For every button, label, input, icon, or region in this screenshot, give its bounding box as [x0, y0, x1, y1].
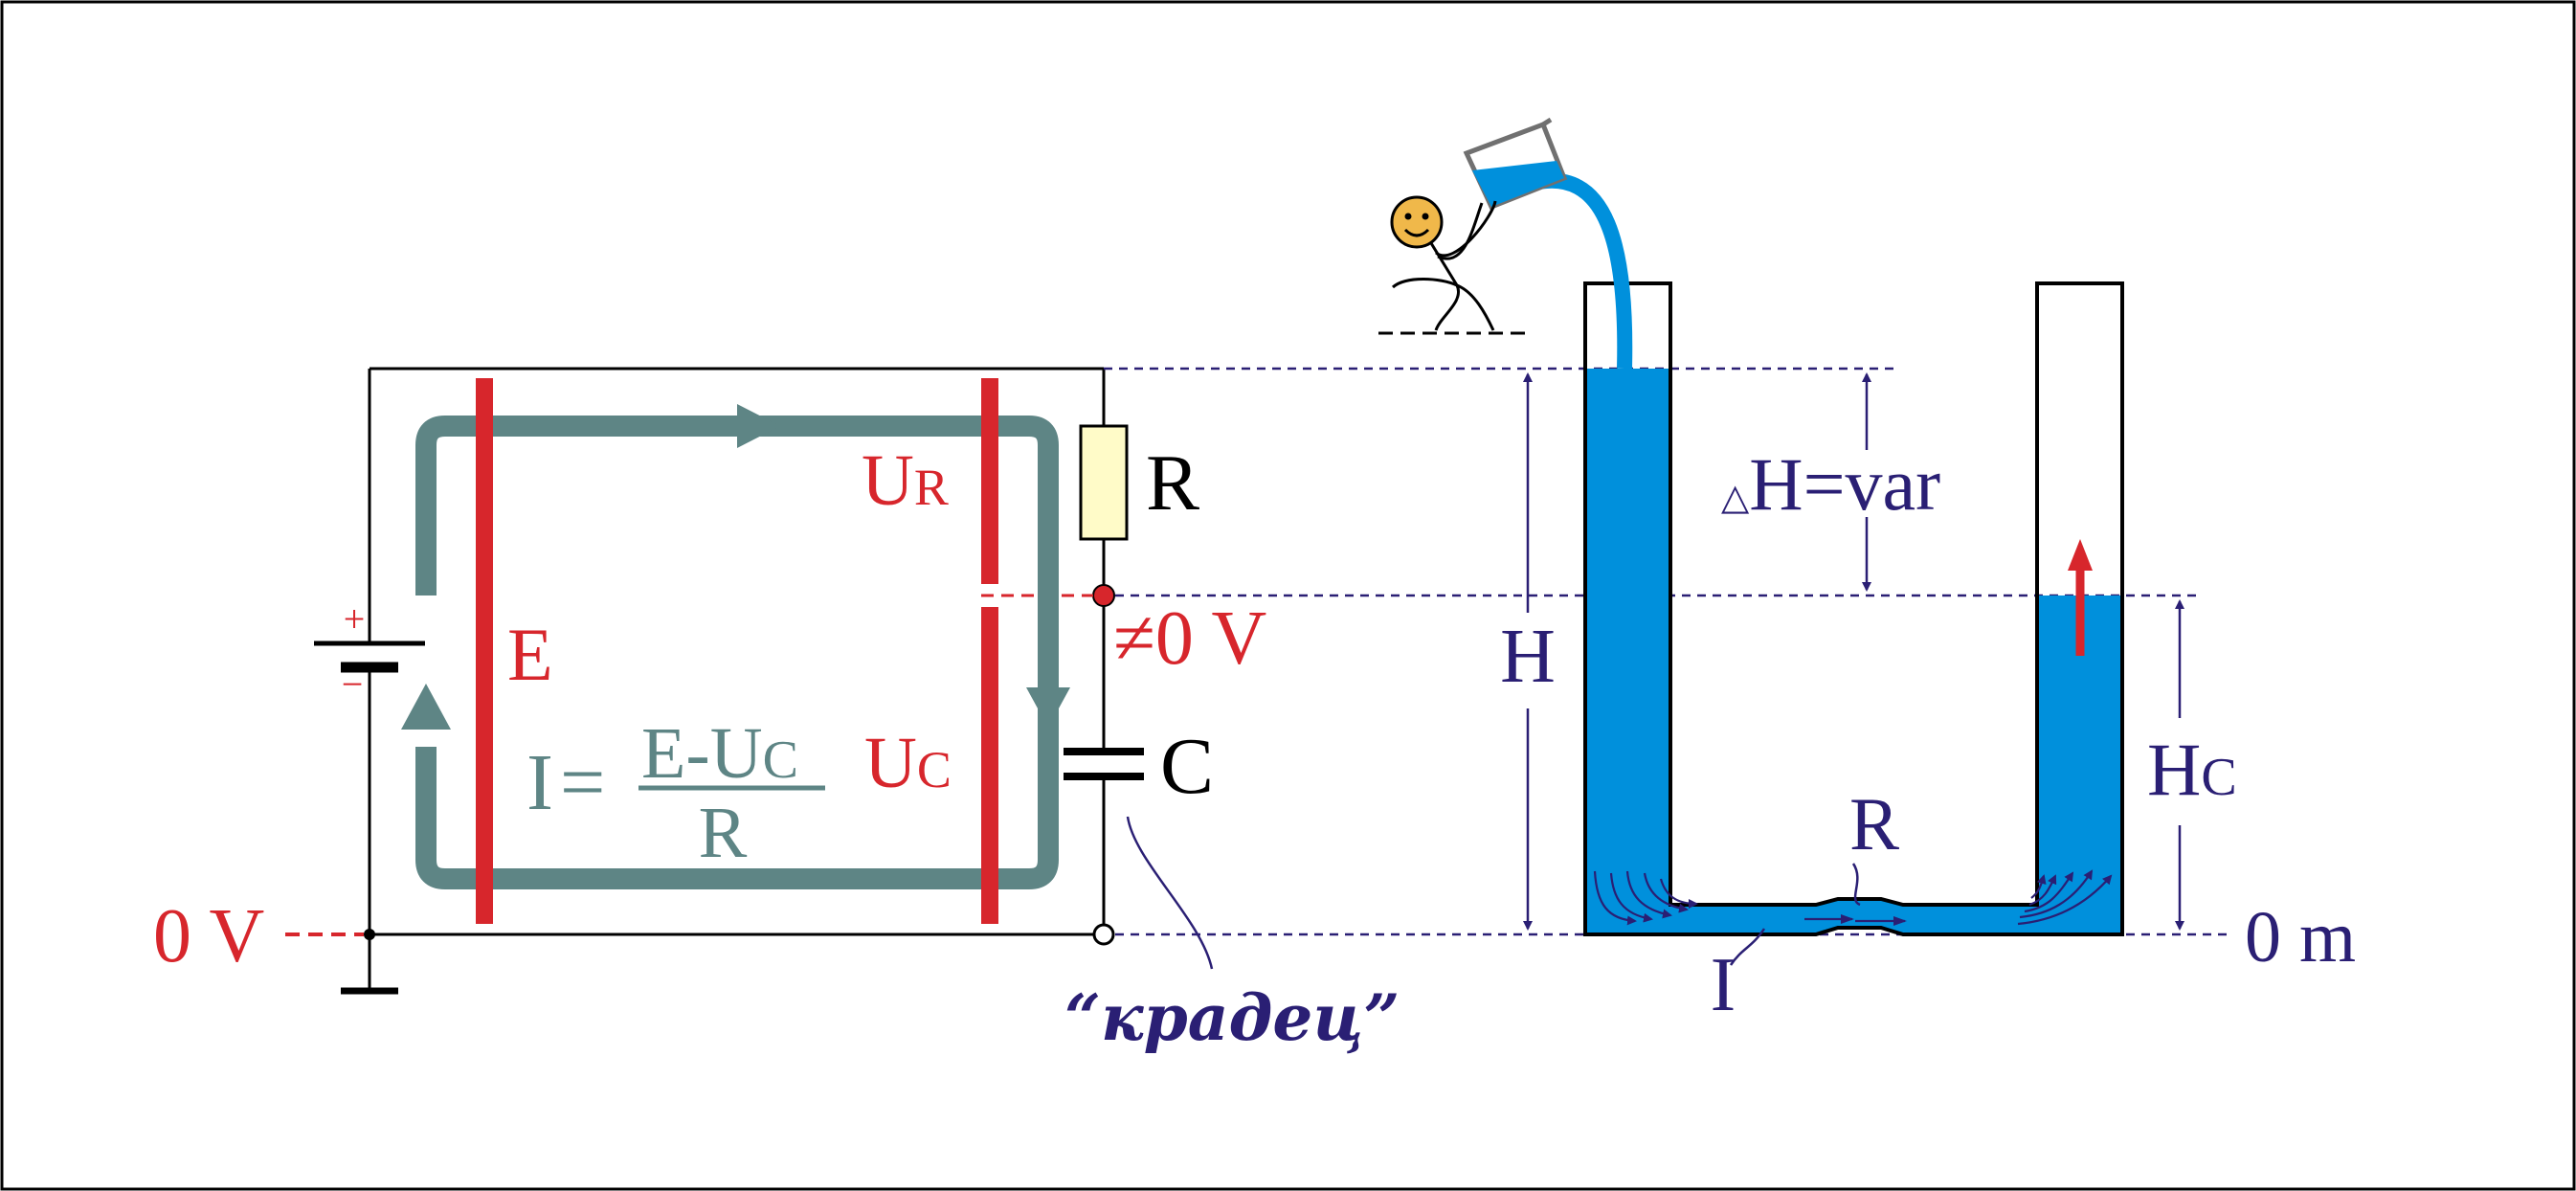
person-face — [1390, 195, 1444, 249]
rising-level-arrow-head — [2068, 539, 2093, 571]
label-ground-voltage: 0 V — [153, 894, 264, 978]
battery-plus-sign: + — [344, 597, 366, 640]
battery-minus-sign: − — [342, 663, 364, 706]
hydraulic-analogy: H △H=var HC R I — [1104, 117, 2356, 1027]
label-delta-h: △H=var — [1721, 442, 1940, 526]
label-h: H — [1500, 615, 1556, 699]
label-hc: HC — [2147, 728, 2237, 811]
label-thief: “крадец” — [1064, 980, 1400, 1055]
circuit-diagram: + − E UR UC R C ≠0 V 0 V — [153, 367, 1400, 1055]
formula-denominator: R — [699, 793, 748, 873]
current-arrow-left — [401, 684, 451, 730]
label-c: C — [1160, 722, 1214, 811]
node-bottom-terminal — [1092, 923, 1115, 946]
label-e: E — [507, 613, 553, 696]
label-node-voltage: ≠0 V — [1113, 596, 1266, 681]
pipe-current-pointer — [1729, 928, 1766, 966]
pipe-resistor-pointer — [1851, 863, 1861, 907]
water-left-tank — [1585, 369, 1670, 905]
current-loop-path — [415, 416, 1059, 889]
resistor-symbol — [1079, 424, 1129, 541]
label-r: R — [1146, 438, 1199, 528]
label-zero-meters: 0 m — [2245, 897, 2356, 978]
pouring-stream — [1527, 172, 1633, 370]
ground-junction-dot — [364, 929, 375, 940]
label-pipe-i: I — [1711, 943, 1736, 1027]
formula-numerator: E-UC — [641, 713, 798, 794]
formula-equals: = — [560, 738, 605, 827]
person-pouring-icon — [1378, 195, 1530, 335]
flow-arrows — [1593, 869, 2113, 926]
current-arrow-top — [737, 404, 780, 448]
label-ur: UR — [862, 440, 949, 521]
label-uc: UC — [864, 723, 952, 803]
thief-pointer-line — [1126, 816, 1214, 970]
formula-i: I — [526, 738, 553, 827]
water-right-tank — [2037, 596, 2122, 934]
node-rc-junction — [1092, 584, 1115, 607]
vessel-outline — [1583, 281, 2124, 936]
current-formula: I = E-UC R — [526, 713, 825, 873]
current-arrow-right — [1026, 687, 1070, 728]
pitcher-icon — [1463, 117, 1568, 211]
label-pipe-r: R — [1849, 782, 1899, 865]
